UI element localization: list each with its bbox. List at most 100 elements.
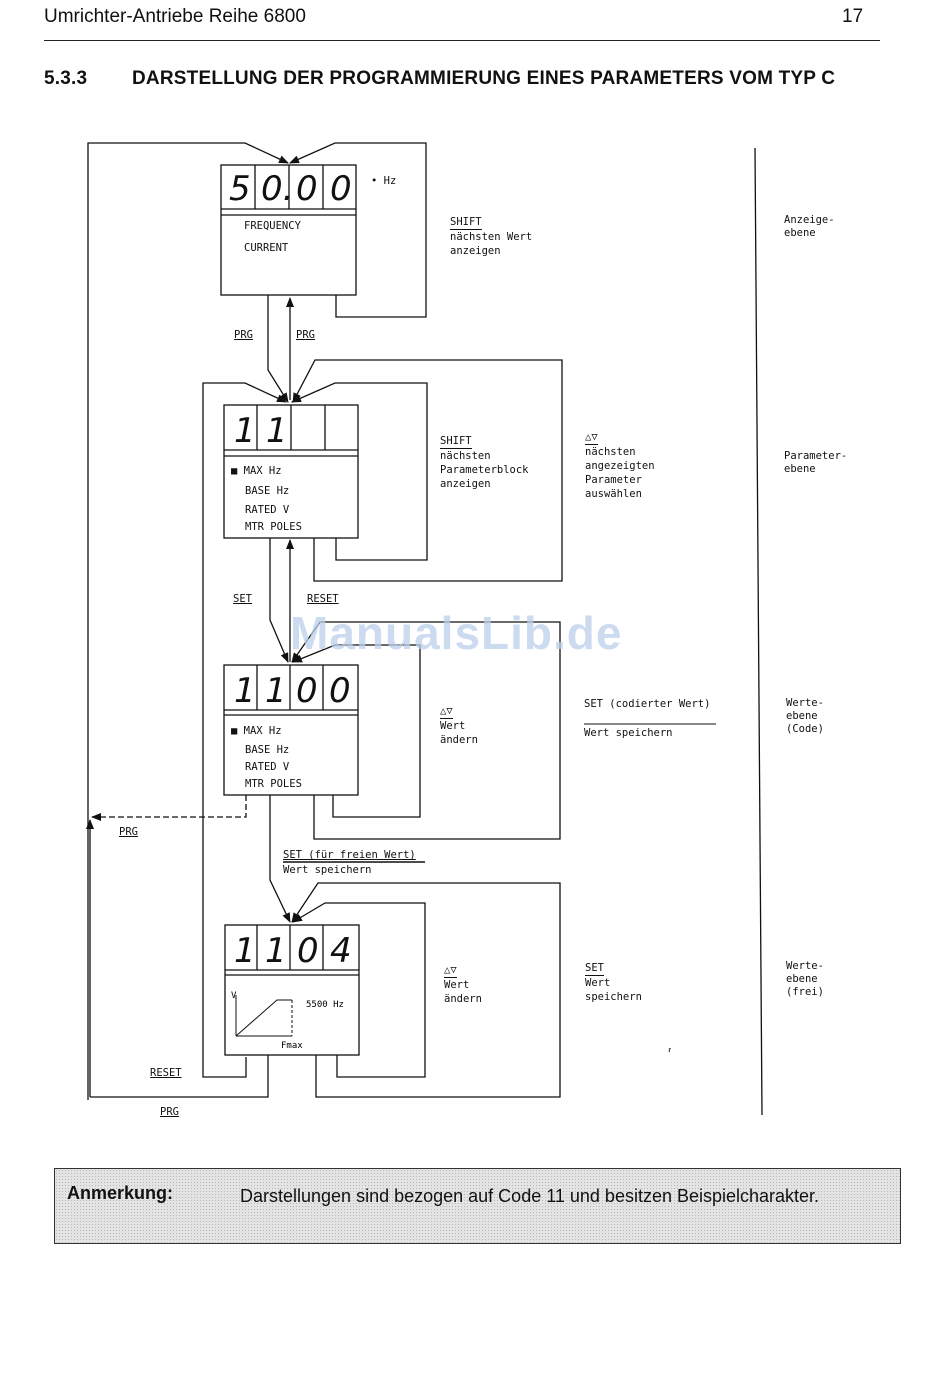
display-3-frame (223, 664, 359, 796)
section-number: 5.3.3 (44, 68, 88, 89)
level-line: ebene (784, 227, 816, 239)
level-line: ebene (786, 710, 818, 722)
annotation-line: speichern (585, 991, 642, 1003)
reset-key-label: RESET (150, 1067, 182, 1079)
digit: 1 (234, 671, 256, 711)
display-2-frame (223, 404, 359, 539)
stray-mark: ⸢ (668, 1048, 672, 1059)
level-line: (Code) (786, 723, 824, 735)
prg-down-arrow (267, 295, 289, 403)
digit: 1 (234, 931, 256, 971)
annotation-line: nächsten (585, 446, 636, 458)
up-down-keys-icon: △▽ (585, 431, 598, 445)
level-label-display: Anzeige- ebene (784, 214, 835, 240)
page-number: 17 (842, 6, 864, 27)
digit: 1 (265, 931, 287, 971)
display-3-label: BASE Hz (245, 744, 290, 756)
annotation-line: auswählen (585, 488, 642, 500)
vf-graph-y-label: V (231, 991, 237, 1001)
free-set-action: Wert speichern (283, 864, 372, 876)
annotation-line: angezeigten (585, 460, 655, 472)
level-label-code: Werte- ebene (Code) (786, 697, 824, 736)
level-line: Werte- (786, 697, 824, 709)
note-label: Anmerkung: (67, 1183, 174, 1203)
level-label-parameter: Parameter- ebene (784, 450, 847, 476)
prg-left-arrow (91, 795, 247, 821)
display-1-frame (220, 164, 357, 296)
free-updown-loop-arrow (292, 902, 426, 1078)
param-updown-annotation: △▽ nächsten angezeigten Parameter auswäh… (585, 430, 655, 501)
set-key-label: SET (233, 593, 252, 605)
annotation-line: Wert (440, 720, 466, 732)
code-updown-loop-arrow (292, 644, 421, 818)
annotation-line: Parameter (585, 474, 642, 486)
free-set-title: SET (für freien Wert) (283, 849, 416, 861)
set-down-arrow (269, 538, 289, 663)
vf-graph-value-label: 5500 Hz (306, 1000, 344, 1010)
reset-key-label: RESET (307, 593, 339, 605)
unit-marker: • Hz (371, 175, 397, 187)
free-updown-annotation: △▽ Wert ändern (444, 963, 482, 1006)
display-3-label: ■ MAX Hz (231, 725, 282, 737)
level-divider-line (754, 147, 763, 1116)
code-set-loop-arrow (291, 621, 561, 840)
level-line: Parameter- (784, 450, 848, 462)
level-line: ebene (784, 463, 816, 475)
note-text: Darstellungen sind bezogen auf Code 11 u… (240, 1186, 820, 1206)
free-set-annotation: SET Wert speichern (585, 961, 642, 1004)
annotation-line: Wert (444, 979, 470, 991)
document-title: Umrichter-Antriebe Reihe 6800 (44, 6, 306, 27)
display-2-label: BASE Hz (245, 485, 290, 497)
display-1-label-frequency: FREQUENCY (244, 220, 301, 232)
note-box: Anmerkung: Darstellungen sind bezogen au… (54, 1168, 901, 1244)
vf-graph-x-label: Fmax (281, 1041, 303, 1051)
annotation-line: ändern (444, 993, 482, 1005)
display-3-label: RATED V (245, 761, 290, 773)
free-set-loop-arrow (291, 882, 561, 1098)
level-line: ebene (786, 973, 818, 985)
digit: 4 (330, 931, 352, 971)
annotation-line: nächsten Wert (450, 231, 533, 243)
prg-key-label: PRG (296, 329, 315, 341)
display-2-label: RATED V (245, 504, 290, 516)
annotation-line: Parameterblock (440, 464, 529, 476)
watermark: ManualsLib.de (290, 607, 623, 659)
code-set-action: Wert speichern (584, 727, 673, 739)
display-4-digits: 1 1 0 4 (234, 931, 352, 971)
display-3-label: MTR POLES (245, 778, 302, 790)
display-shift-loop-arrow (289, 142, 427, 318)
annotation-line: Wert (585, 977, 611, 989)
display-1-digits: 5 0. 0 0 (229, 169, 352, 209)
display-shift-annotation: SHIFT nächsten Wert anzeigen (450, 215, 532, 258)
vf-graph (235, 995, 293, 1037)
display-2-label: ■ MAX Hz (231, 465, 282, 477)
digit: 1 (234, 411, 256, 451)
prg-return-arrow (87, 142, 289, 1100)
level-line: Werte- (786, 960, 824, 972)
annotation-line: anzeigen (440, 478, 491, 490)
digit: 0 (296, 169, 318, 209)
shift-key-label: SHIFT (450, 216, 482, 230)
code-set-title: SET (codierter Wert) (584, 698, 711, 710)
digit: 0 (296, 671, 318, 711)
display-1-label-current: CURRENT (244, 242, 289, 254)
prg-key-label: PRG (234, 329, 253, 341)
param-shift-annotation: SHIFT nächsten Parameterblock anzeigen (440, 434, 529, 491)
digit: 0. (261, 169, 293, 209)
digit: 0 (297, 931, 319, 971)
vf-graph-curve (235, 999, 292, 1037)
annotation-line: ändern (440, 734, 478, 746)
display-3-digits: 1 1 0 0 (234, 671, 351, 711)
digit: 0 (330, 169, 352, 209)
param-shift-loop-arrow (291, 382, 428, 561)
prg-key-label: PRG (160, 1106, 179, 1118)
reset-loop-arrow (202, 382, 287, 1078)
digit: 0 (329, 671, 351, 711)
param-updown-loop-arrow (292, 359, 563, 582)
digit: 5 (229, 169, 251, 209)
level-line: Anzeige- (784, 214, 835, 226)
digit: 1 (266, 411, 288, 451)
set-key-label: SET (585, 962, 604, 976)
digit: 1 (265, 671, 287, 711)
